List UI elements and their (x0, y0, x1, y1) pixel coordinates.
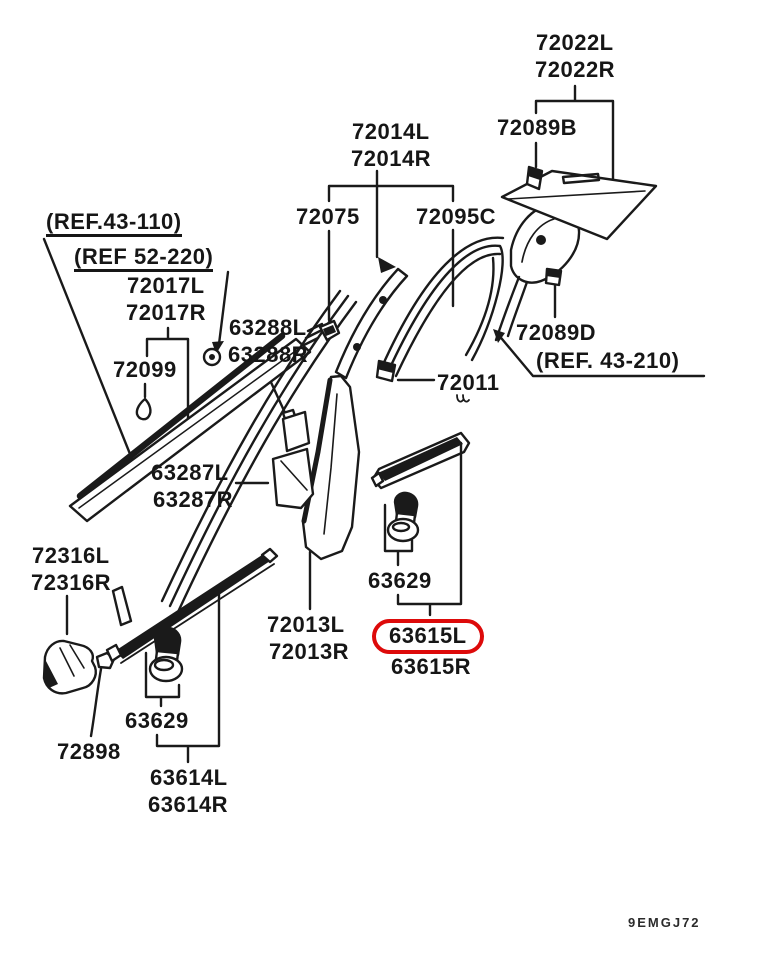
leader-lines (42, 84, 706, 764)
clip-72089d-dark (546, 269, 561, 278)
bracket-63614 (144, 590, 221, 764)
arrow-ref-43-210 (493, 329, 505, 343)
label-ref-43-210: (REF. 43-210) (536, 348, 680, 373)
fastener-ring-center (209, 354, 215, 360)
clip-63629-front-a (153, 626, 182, 657)
front-arch-bottom (111, 585, 133, 627)
panel-63287-upper (281, 410, 311, 453)
rear-door-arch (379, 236, 505, 371)
b-pillar-lower-inner (323, 393, 338, 535)
label-72014l: 72014L (352, 119, 430, 144)
leader-63288 (262, 322, 324, 417)
windshield-molding (76, 332, 286, 500)
leader-72898 (89, 667, 103, 738)
b-pillar-detail (379, 296, 387, 304)
bracket-72014 (327, 169, 455, 322)
sail-panel-tail (494, 275, 529, 342)
label-72013r: 72013R (269, 639, 350, 664)
rear-sill-outline (371, 431, 471, 490)
label-72095c: 72095C (416, 204, 497, 229)
label-63288r: 63288R (228, 342, 309, 367)
b-pillar-upper-trim (334, 267, 409, 380)
drawing-code: 9EMGJ72 (628, 915, 701, 930)
rear-door-arch (394, 252, 502, 378)
label-72089d: 72089D (516, 320, 597, 345)
bracket-63615 (383, 441, 463, 617)
u-mark (456, 394, 470, 403)
label-63614l: 63614L (150, 765, 228, 790)
clip-63629-rear-b-inner (391, 521, 411, 533)
b-pillar-detail (353, 343, 361, 351)
clip-72099 (135, 397, 152, 421)
front-sill-tip (105, 643, 123, 663)
clip-63629-front-b-inner (153, 658, 175, 672)
a-pillar-garnish-edge (78, 346, 302, 509)
label-63614r: 63614R (148, 792, 229, 817)
label-72013l: 72013L (267, 612, 345, 637)
front-sill-lower-edge (120, 563, 275, 664)
label-ref-43-110: (REF.43-110) (46, 210, 182, 238)
clip-63629-rear-a (393, 491, 419, 519)
label-72316l: 72316L (32, 543, 110, 568)
parts-artwork (42, 165, 658, 695)
label-63615l: 63615L (372, 619, 484, 655)
clip-63288-dark (323, 325, 336, 336)
leader-ref-43-210 (495, 331, 706, 378)
rear-door-arch-inner (464, 256, 495, 357)
label-72022l: 72022L (536, 30, 614, 55)
label-72075: 72075 (296, 204, 360, 229)
label-63287r: 63287R (153, 487, 234, 512)
arrow-72014 (378, 257, 396, 273)
rear-door-arch (386, 244, 504, 374)
label-72316r: 72316R (31, 570, 112, 595)
clip-72089b-dark (528, 167, 542, 180)
label-72014r: 72014R (351, 146, 432, 171)
label-63629-front: 63629 (125, 708, 189, 733)
ref-lines (42, 237, 230, 466)
label-72017l: 72017L (127, 273, 205, 298)
clip-72011-dark (377, 361, 395, 373)
bracket-72017 (143, 326, 190, 428)
label-72089b: 72089B (497, 115, 578, 140)
quarter-trim-inner (507, 190, 646, 200)
label-72898: 72898 (57, 739, 121, 764)
sail-panel-detail (536, 235, 546, 245)
front-door-arch (160, 289, 342, 603)
label-63629-rear: 63629 (368, 568, 432, 593)
kick-panel-dark (44, 661, 58, 688)
label-72017r: 72017R (126, 300, 207, 325)
bracket-72022 (534, 84, 615, 183)
panel-63287-fold (280, 460, 308, 491)
rear-sill-tip (370, 471, 385, 488)
quarter-trim-slot (561, 172, 601, 185)
label-72099: 72099 (113, 357, 177, 382)
sail-panel-inner (521, 218, 555, 263)
label-63288l: 63288L (229, 315, 307, 340)
label-ref-52-220: (REF 52-220) (74, 245, 214, 273)
kick-panel-inner (59, 644, 85, 677)
front-sill-plate (115, 555, 270, 659)
label-63615r: 63615R (391, 654, 472, 679)
rear-sill-plate (378, 437, 463, 481)
front-sill-end (260, 547, 279, 564)
label-63287l: 63287L (151, 460, 229, 485)
label-72011: 72011 (437, 370, 500, 395)
label-72022r: 72022R (535, 57, 616, 82)
